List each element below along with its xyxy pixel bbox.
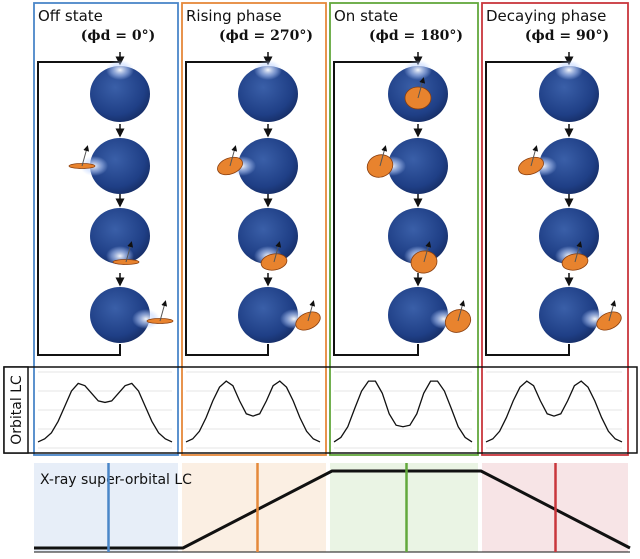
orbital-lc-grid-3: [334, 371, 472, 449]
disk-normal-arrow: [81, 145, 90, 167]
tidal-glow: [404, 60, 432, 80]
superorbital-band-1: [34, 463, 178, 552]
be-star: [238, 208, 298, 264]
phase-frame: [481, 2, 629, 456]
cycle-loop: [333, 61, 419, 356]
orbital-lc-grid-4: [486, 371, 622, 449]
be-star: [539, 287, 599, 343]
be-star: [238, 287, 298, 343]
phase-title: Rising phase: [186, 7, 282, 25]
orbital-lc-curve-2: [185, 380, 321, 443]
phase-subtitle: (ϕd = 90°): [525, 28, 609, 44]
be-star: [539, 66, 599, 122]
be-star: [90, 66, 150, 122]
disk-normal-arrow: [530, 145, 539, 167]
phase-subtitle: (ϕd = 0°): [81, 28, 155, 44]
phase-frame: [181, 2, 327, 456]
cycle-loop: [37, 61, 121, 356]
orbital-lc-label-box: [3, 366, 29, 454]
phase-title: Decaying phase: [486, 7, 606, 25]
disk-normal-arrow: [307, 300, 316, 322]
phase-subtitle: (ϕd = 270°): [219, 28, 313, 44]
orbital-lc-curve-1: [37, 382, 173, 443]
phase-columns: Off state (ϕd = 0°) Rising phase (ϕd = 270°…: [33, 2, 629, 456]
disk-normal-arrow: [273, 241, 282, 263]
phase-frame: [33, 2, 179, 456]
phase-title: On state: [334, 7, 398, 25]
orbital-lc-label: Orbital LC: [9, 375, 25, 445]
be-star: [90, 208, 150, 264]
disk-normal-arrow: [229, 145, 238, 167]
cycle-loop: [185, 61, 269, 356]
be-star: [90, 138, 150, 194]
disk-normal-arrow: [159, 300, 168, 322]
disk-normal-arrow: [125, 241, 134, 263]
superorbital-lc: X-ray super-orbital LC: [34, 463, 631, 553]
orbital-lc-strip: Orbital LC: [3, 366, 638, 454]
disk-normal-arrow: [417, 77, 426, 99]
be-star: [238, 66, 298, 122]
phase-subtitle: (ϕd = 180°): [369, 28, 463, 44]
phase-frame: [329, 2, 479, 456]
cycle-loop: [485, 61, 570, 356]
tidal-glow: [555, 60, 583, 80]
tidal-glow: [132, 309, 160, 329]
superorbital-lc-label: X-ray super-orbital LC: [40, 472, 192, 488]
orbital-lc-curve-3: [333, 380, 473, 443]
phase-column-4: Decaying phase (ϕd = 90°): [481, 2, 629, 456]
phase-title: Off state: [38, 7, 103, 25]
superorbital-curve: [34, 469, 631, 550]
disk-normal-arrow: [608, 300, 617, 322]
be-star: [238, 138, 298, 194]
be-star: [539, 208, 599, 264]
disk-normal-arrow: [379, 145, 388, 167]
be-star: [388, 287, 448, 343]
superorbital-band-3: [330, 463, 478, 552]
tidal-glow: [254, 60, 282, 80]
orbital-lc-grid-1: [38, 371, 172, 449]
phase-column-3: On state (ϕd = 180°): [329, 2, 479, 456]
disk-normal-arrow: [457, 300, 466, 322]
be-star: [388, 208, 448, 264]
be-star: [90, 287, 150, 343]
disk-normal-arrow: [423, 241, 432, 263]
be-star: [388, 138, 448, 194]
be-star: [539, 138, 599, 194]
tidal-glow: [106, 60, 134, 80]
disk-normal-arrow: [574, 241, 583, 263]
orbital-lc-curve-4: [485, 380, 623, 443]
orbital-lc-grid-2: [186, 371, 320, 449]
phase-column-1: Off state (ϕd = 0°): [33, 2, 179, 456]
phase-column-2: Rising phase (ϕd = 270°): [181, 2, 327, 456]
